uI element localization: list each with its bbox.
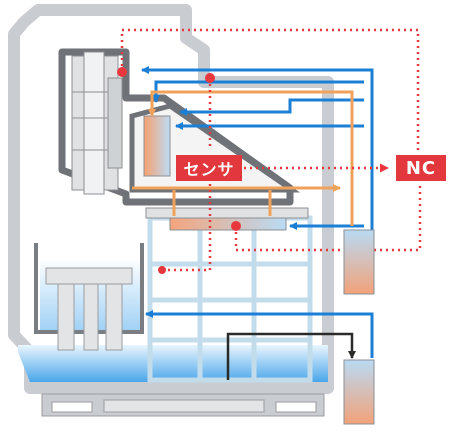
nc-label-bg bbox=[396, 155, 446, 181]
cooling-units bbox=[343, 229, 375, 425]
sensor-label: センサ bbox=[183, 160, 235, 179]
table-slide bbox=[145, 207, 309, 231]
heat-lines bbox=[132, 90, 354, 226]
work-tank bbox=[34, 243, 144, 351]
machine-base bbox=[41, 393, 325, 417]
sensor-label-bg bbox=[176, 155, 242, 181]
column-structure bbox=[147, 215, 313, 383]
coolant-bath bbox=[18, 345, 328, 382]
return-line bbox=[226, 332, 356, 380]
coolant-lines bbox=[141, 66, 374, 358]
signal-nodes bbox=[117, 67, 241, 274]
nc-label: NC bbox=[405, 157, 437, 179]
signal-lines bbox=[120, 28, 422, 272]
